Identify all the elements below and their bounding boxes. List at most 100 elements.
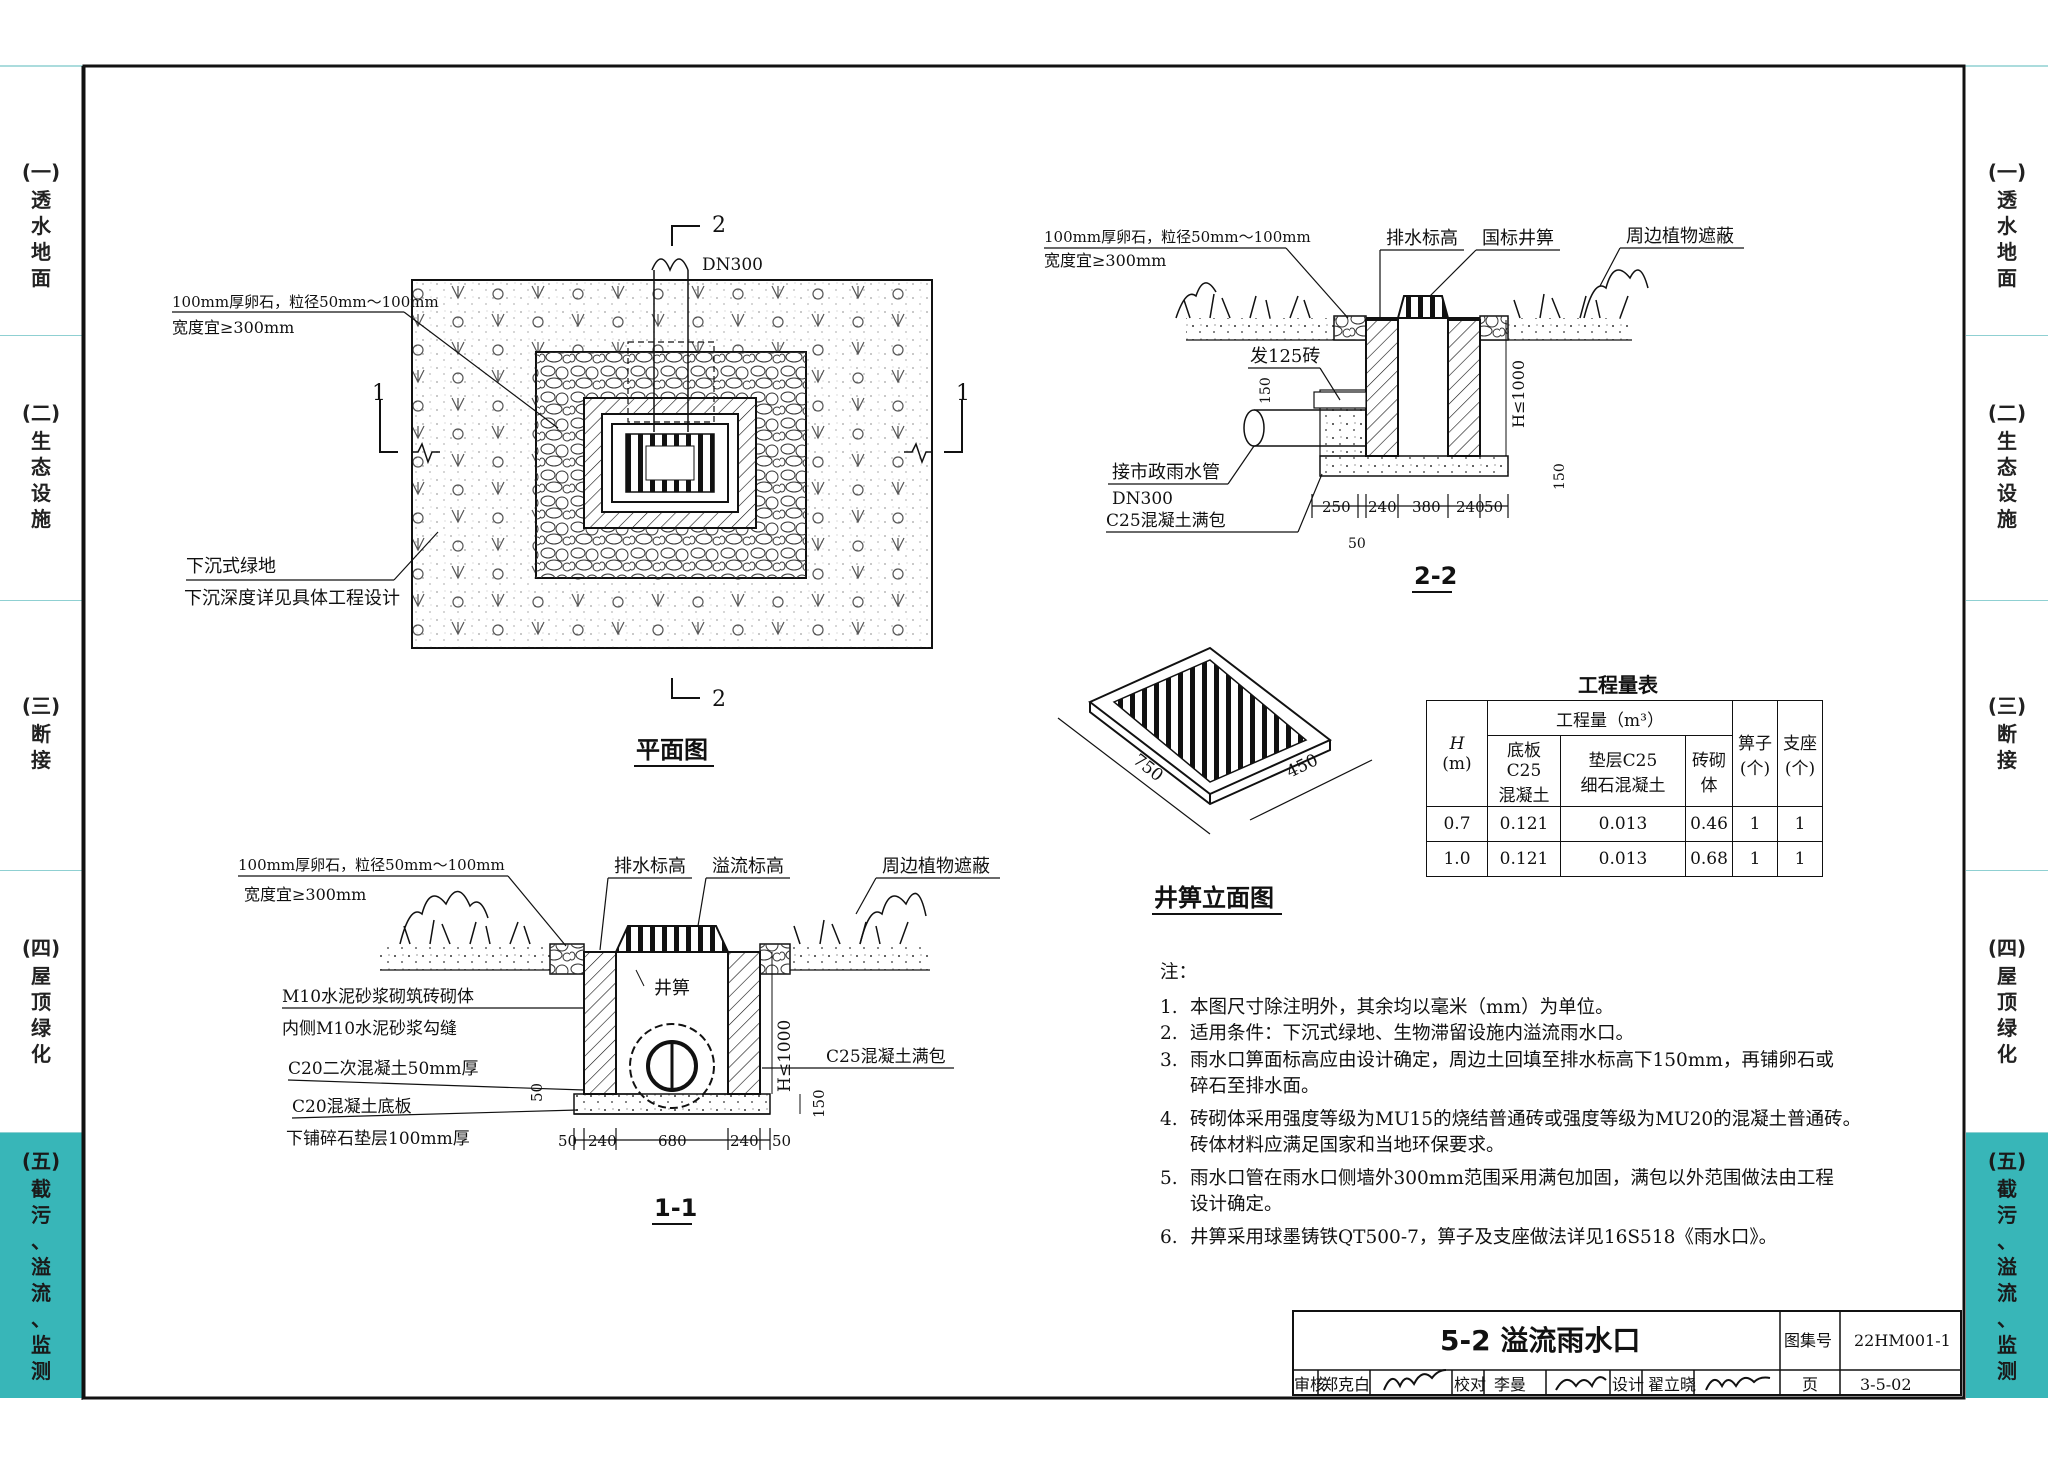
tab-char: 、 <box>1997 1306 2017 1331</box>
s11-gravel: 下铺碎石垫层100mm厚 <box>286 1129 470 1149</box>
tab-char: 态 <box>31 454 51 479</box>
tab-char: 化 <box>31 1041 51 1066</box>
s11-encase: C25混凝土满包 <box>826 1047 946 1067</box>
s11-concrete2: C20二次混凝土50mm厚 <box>288 1059 479 1079</box>
check-label: 校对 <box>1454 1375 1486 1394</box>
tab-char: 流 <box>31 1280 51 1305</box>
note-number: 3. <box>1160 1049 1178 1071</box>
grate-elevation: 750 450 井箅立面图 <box>1057 646 1373 915</box>
table-cell: 0.121 <box>1487 806 1561 842</box>
left-tab-3[interactable]: (三)断接 <box>0 600 82 865</box>
note-text: 本图尺寸除注明外，其余均以毫米（mm）为单位。 <box>1190 996 1614 1018</box>
s11-base: C20混凝土底板 <box>292 1097 412 1117</box>
tab-char: 生 <box>31 428 51 453</box>
s11-dim-c: 680 <box>658 1132 687 1150</box>
left-tab-2[interactable]: (二)生态设施 <box>0 335 82 595</box>
s22-dim-b: 240 <box>1368 498 1397 516</box>
note-text: 适用条件：下沉式绿地、生物滞留设施内溢流雨水口。 <box>1190 1023 1635 1044</box>
s11-masonry-1: M10水泥砂浆砌筑砖砌体 <box>282 987 474 1007</box>
tab-char: 溢 <box>31 1254 51 1279</box>
s11-dim-b: 240 <box>588 1132 617 1150</box>
s11-drain-elev: 排水标高 <box>614 856 686 877</box>
note-item: 5.雨水口管在雨水口侧墙外300mm范围采用满包加固，满包以外范围做法由工程 <box>1160 1166 1880 1193</box>
tab-char: 、 <box>31 1306 51 1331</box>
s11-overflow-elev: 溢流标高 <box>712 856 784 877</box>
notes-head: 注： <box>1160 962 1198 983</box>
s22-plants: 周边植物遮蔽 <box>1626 226 1734 247</box>
right-tab-1[interactable]: (一)透水地面 <box>1966 120 2048 330</box>
s11-masonry-2: 内侧M10水泥砂浆勾缝 <box>282 1019 457 1039</box>
tab-char: 截 <box>31 1176 51 1201</box>
table-cell: 0.7 <box>1426 806 1488 842</box>
note-item: 砖体材料应满足国家和当地环保要求。 <box>1160 1133 1880 1160</box>
s22-dim-e: 50 <box>1484 498 1503 516</box>
qty-h-label: H <box>1449 733 1465 754</box>
note-number <box>1160 1192 1190 1219</box>
right-tab-3[interactable]: (三)断接 <box>1966 600 2048 865</box>
tab-char: 顶 <box>1997 989 2017 1014</box>
left-tab-1[interactable]: (一)透水地面 <box>0 120 82 330</box>
plan-pebble-note-2: 宽度宜≥300mm <box>172 318 294 337</box>
tab-char: 流 <box>1997 1280 2017 1305</box>
tab-char: 地 <box>1997 240 2017 264</box>
tab-char: 面 <box>1997 266 2017 290</box>
section2-bottom-label: 2 <box>712 687 726 712</box>
tab-number: (一) <box>21 160 61 184</box>
s22-dim-150b: 150 <box>1552 463 1568 490</box>
plan-pipe-label: DN300 <box>702 255 763 275</box>
tab-char: 屋 <box>1997 963 2017 988</box>
tab-char: 地 <box>31 240 51 264</box>
qty-col-seat-1: 支座 <box>1783 733 1817 754</box>
table-cell: 1 <box>1732 806 1778 842</box>
qty-table-title: 工程量表 <box>1578 673 1659 697</box>
plan-title: 平面图 <box>636 736 708 764</box>
note-text: 雨水口管在雨水口侧墙外300mm范围采用满包加固，满包以外范围做法由工程 <box>1190 1167 1834 1189</box>
tab-char: 化 <box>1997 1041 2017 1066</box>
section-2-2: 100mm厚卵石，粒径50mm～100mm 宽度宜≥300mm 排水标高 国标井… <box>1044 226 1744 593</box>
right-tab-4[interactable]: (四)屋顶绿化 <box>1966 870 2048 1130</box>
checker: 李曼 <box>1494 1375 1526 1394</box>
table-cell: 1 <box>1777 841 1823 877</box>
note-text: 设计确定。 <box>1190 1194 1283 1215</box>
tab-number: (三) <box>21 694 61 718</box>
s11-dim-150: 150 <box>810 1089 828 1118</box>
note-text: 井箅采用球墨铸铁QT500-7，箅子及支座做法详见16S518《雨水口》。 <box>1190 1226 1778 1248</box>
tab-char: 污 <box>31 1202 51 1227</box>
tab-char: 监 <box>31 1332 51 1357</box>
atlas-label: 图集号 <box>1784 1331 1832 1350</box>
section2-top-label: 2 <box>712 213 726 238</box>
plan-pebble-note-1: 100mm厚卵石，粒径50mm～100mm <box>172 293 439 311</box>
section1-right-label: 1 <box>956 381 970 406</box>
tab-char: 接 <box>1997 748 2017 772</box>
tab-char: 设 <box>1997 480 2017 505</box>
qty-col-grate-1: 箅子 <box>1738 733 1772 754</box>
s22-pebble-note-2: 宽度宜≥300mm <box>1044 251 1166 270</box>
tab-char: 态 <box>1997 454 2017 479</box>
qty-col-brick-2: 体 <box>1700 776 1718 796</box>
checker-signature <box>1555 1376 1607 1391</box>
tab-char: 面 <box>31 266 51 290</box>
table-cell: 0.013 <box>1560 806 1686 842</box>
s11-dim-e: 50 <box>772 1132 791 1150</box>
table-cell: 0.68 <box>1685 841 1733 877</box>
note-number: 1. <box>1160 996 1178 1018</box>
qty-col-brick-1: 砖砌 <box>1692 751 1726 771</box>
atlas-no: 22HM001-1 <box>1854 1331 1951 1350</box>
tab-number: (四) <box>1987 935 2027 960</box>
note-number <box>1160 1074 1190 1101</box>
tab-char: 、 <box>1997 1228 2017 1253</box>
note-text: 砖砌体采用强度等级为MU15的烧结普通砖或强度等级为MU20的混凝土普通砖。 <box>1190 1108 1862 1130</box>
plan-green-note-2: 下沉深度详见具体工程设计 <box>184 588 400 609</box>
s22-drain-elev: 排水标高 <box>1386 228 1458 249</box>
qty-col-pad-2: 细石混凝土 <box>1580 776 1666 796</box>
right-tab-5[interactable]: (五)截污、溢流、监测 <box>1966 1132 2048 1398</box>
table-cell: 1 <box>1732 841 1778 877</box>
left-tab-4[interactable]: (四)屋顶绿化 <box>0 870 82 1130</box>
reviewer-signature <box>1383 1369 1447 1391</box>
left-tab-5[interactable]: (五)截污、溢流、监测 <box>0 1132 82 1398</box>
right-tab-2[interactable]: (二)生态设施 <box>1966 335 2048 595</box>
table-row: 1.0 0.121 0.013 0.68 1 1 <box>1426 841 1823 877</box>
review-label: 审核 <box>1294 1375 1326 1394</box>
s22-dim-c: 380 <box>1412 498 1441 516</box>
tab-char: 水 <box>1997 214 2017 238</box>
